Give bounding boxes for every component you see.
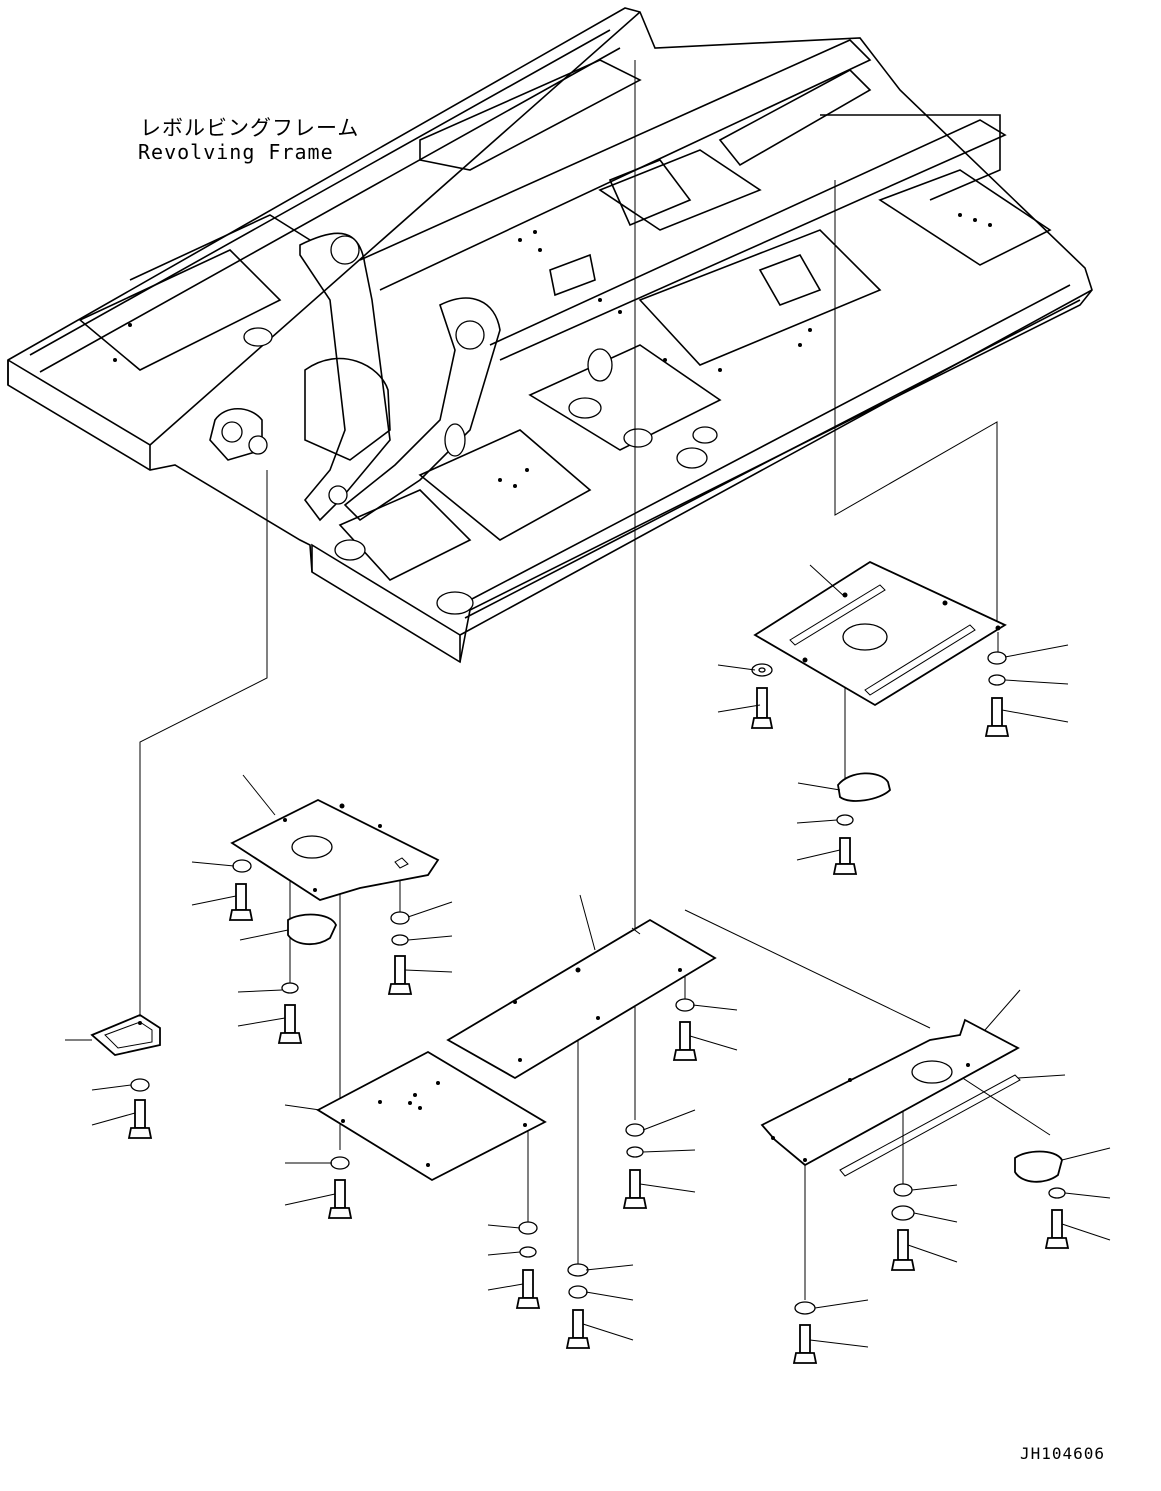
frame-label-japanese: レボルビングフレーム [140, 116, 360, 140]
revolving-frame [7, 7, 1093, 664]
cover-plate-right-rear [753, 560, 1007, 707]
frame-label-english: Revolving Frame [138, 140, 334, 164]
drawing-number: JH104606 [1020, 1444, 1106, 1463]
cover-plate-left-rear [230, 774, 440, 901]
cover-plate-left-front [284, 1050, 547, 1182]
cover-plate-center [446, 894, 717, 1080]
callout-leaders [91, 644, 1111, 1348]
assembly-lines [139, 60, 1051, 1300]
bracket-plate [65, 1013, 161, 1056]
fasteners [127, 651, 1070, 1364]
round-cap [239, 772, 1111, 1183]
cover-plate-right-front [760, 989, 1066, 1177]
